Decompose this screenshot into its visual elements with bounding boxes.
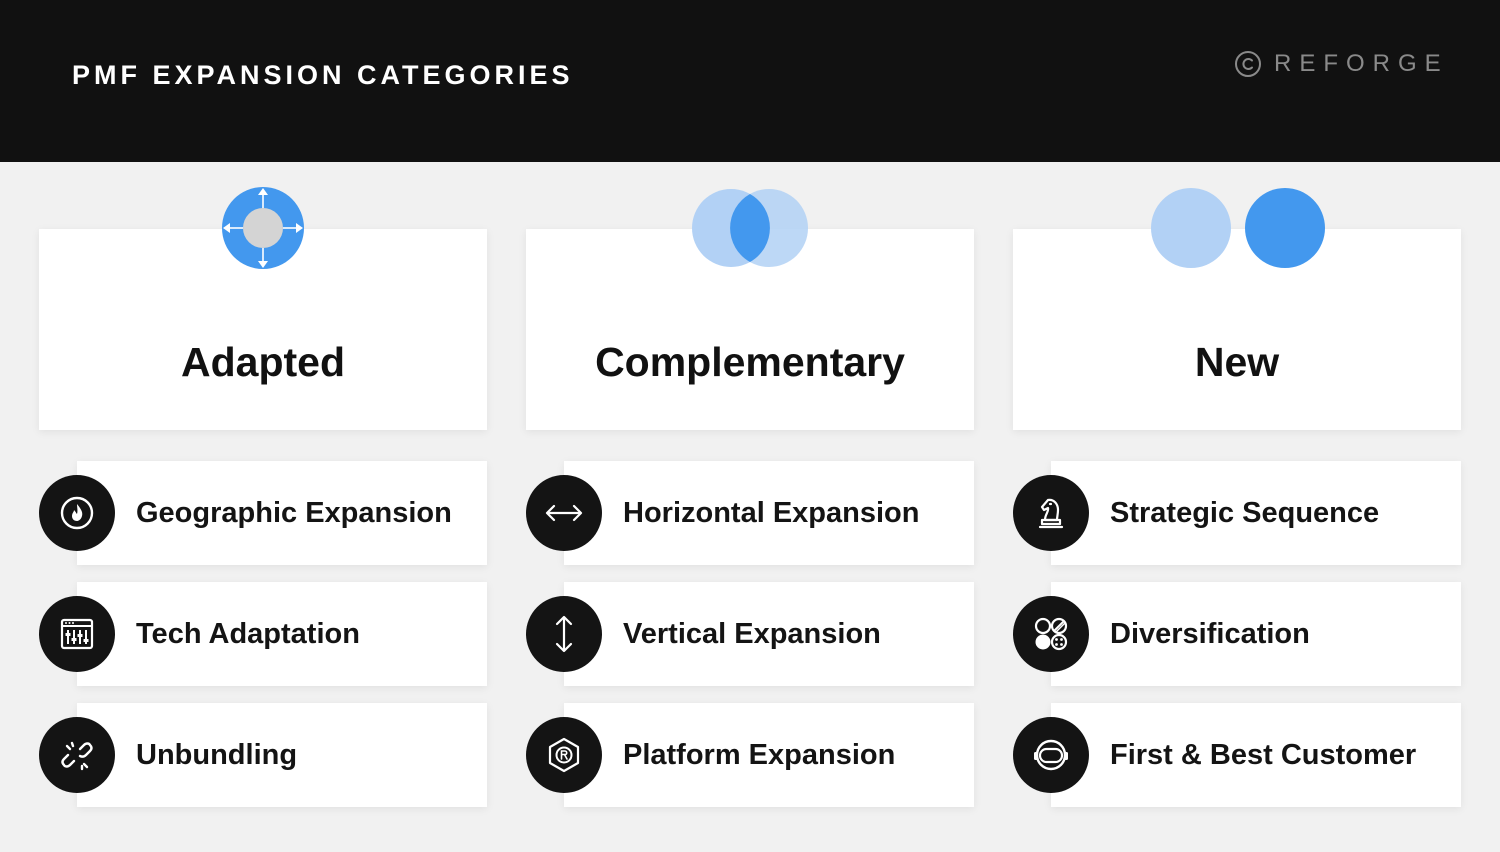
item-card bbox=[77, 582, 487, 686]
item-card bbox=[564, 461, 974, 565]
category-card-new bbox=[1013, 229, 1461, 430]
item-label: Vertical Expansion bbox=[623, 618, 881, 650]
venn-overlap-icon bbox=[692, 189, 808, 267]
item-card bbox=[1051, 582, 1461, 686]
astronaut-helmet-icon bbox=[1034, 739, 1068, 771]
category-title: New bbox=[1194, 339, 1280, 385]
item-label: Unbundling bbox=[136, 739, 298, 771]
item-card bbox=[564, 582, 974, 686]
brand-name: REFORGE bbox=[1274, 50, 1449, 77]
category-title: Complementary bbox=[595, 339, 905, 385]
horizontal-arrows-icon bbox=[545, 504, 583, 522]
item-card bbox=[1051, 461, 1461, 565]
item-strategic-sequence: Strategic Sequence bbox=[1013, 461, 1461, 565]
item-unbundling: Unbundling bbox=[39, 703, 487, 807]
sliders-window-icon bbox=[60, 618, 94, 650]
two-circles-icon bbox=[1151, 188, 1325, 268]
item-badge bbox=[1013, 717, 1089, 793]
item-label: Tech Adaptation bbox=[136, 618, 360, 650]
page-title: PMF EXPANSION CATEGORIES bbox=[72, 60, 574, 90]
item-badge bbox=[39, 596, 115, 672]
item-diversification: Diversification bbox=[1013, 582, 1461, 686]
item-label: Geographic Expansion bbox=[136, 497, 452, 529]
item-card bbox=[564, 703, 974, 807]
hexagon-badge-icon bbox=[548, 737, 580, 773]
copyright-circle-icon bbox=[1235, 51, 1261, 77]
item-badge bbox=[526, 596, 602, 672]
item-vertical-expansion: Vertical Expansion bbox=[526, 582, 974, 686]
item-horizontal-expansion: Horizontal Expansion bbox=[526, 461, 974, 565]
item-card bbox=[1051, 703, 1461, 807]
item-label: Strategic Sequence bbox=[1110, 497, 1380, 529]
globe-flame-icon bbox=[60, 496, 94, 530]
item-badge bbox=[1013, 596, 1089, 672]
broken-link-icon bbox=[61, 741, 93, 771]
item-label: First & Best Customer bbox=[1110, 739, 1417, 771]
vertical-arrows-icon bbox=[555, 615, 573, 653]
item-geographic-expansion: Geographic Expansion bbox=[39, 461, 487, 565]
item-badge bbox=[1013, 475, 1089, 551]
item-card bbox=[77, 461, 487, 565]
item-platform-expansion: Platform Expansion bbox=[526, 703, 974, 807]
item-card bbox=[77, 703, 487, 807]
category-title: Adapted bbox=[181, 339, 345, 385]
item-tech-adaptation: Tech Adaptation bbox=[39, 582, 487, 686]
item-badge bbox=[526, 475, 602, 551]
item-label: Diversification bbox=[1110, 618, 1310, 650]
header-bar: PMF EXPANSION CATEGORIES REFORGE bbox=[0, 0, 1500, 162]
item-first-best-customer: First & Best Customer bbox=[1013, 703, 1461, 807]
target-arrows-icon bbox=[222, 187, 304, 269]
item-badge bbox=[526, 717, 602, 793]
item-label: Horizontal Expansion bbox=[623, 497, 920, 529]
chess-knight-icon bbox=[1038, 498, 1064, 529]
brand-logo: REFORGE bbox=[1234, 50, 1449, 78]
item-badge bbox=[39, 475, 115, 551]
item-badge bbox=[39, 717, 115, 793]
category-card-complementary bbox=[526, 229, 974, 430]
item-label: Platform Expansion bbox=[623, 739, 896, 771]
shapes-grid-icon bbox=[1034, 617, 1068, 651]
